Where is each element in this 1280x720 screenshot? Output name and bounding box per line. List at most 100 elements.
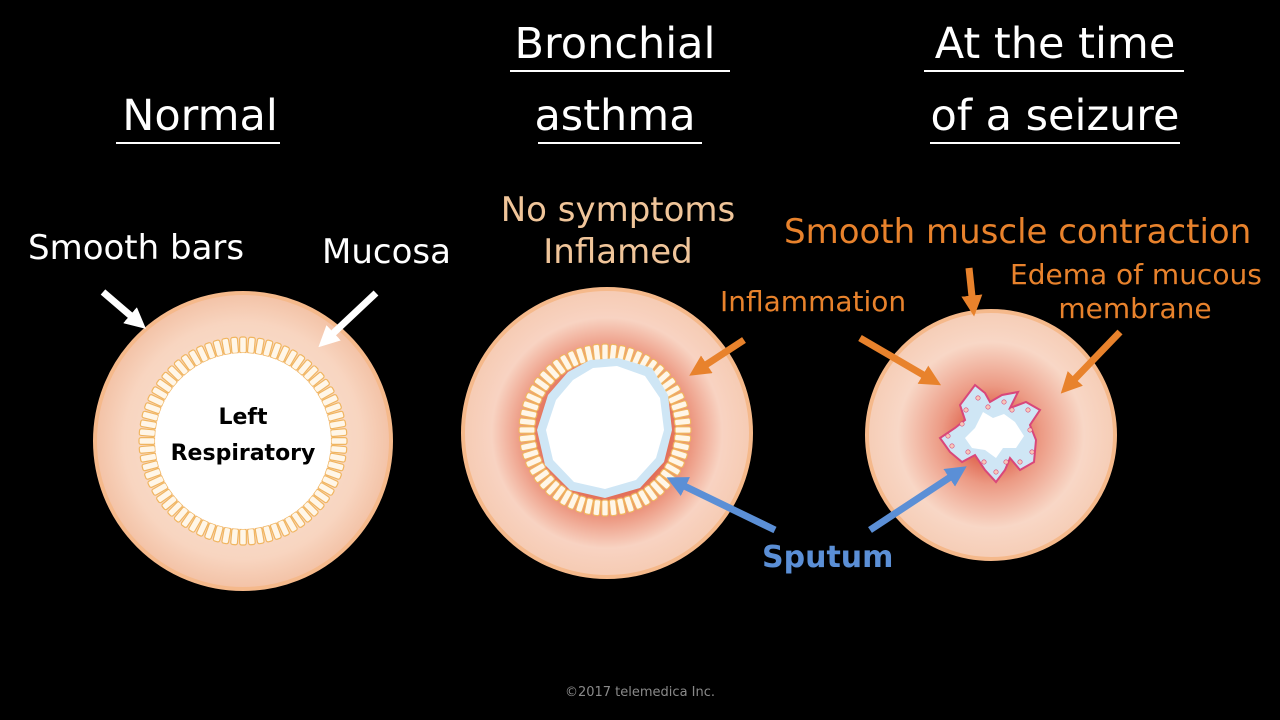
asthma-epithelium-cell xyxy=(575,495,587,513)
normal-epithelium-cell xyxy=(330,437,348,445)
asthma-epithelium-cell xyxy=(525,392,543,405)
normal-epithelium-cell xyxy=(246,527,256,546)
normal-epithelium-cell xyxy=(180,354,196,371)
lumen-label: Left Respiratory xyxy=(163,400,323,472)
asthma-epithelium-cell xyxy=(552,358,567,376)
asthma-epithelium-cell xyxy=(672,408,691,419)
normal-airway xyxy=(93,291,393,591)
seizure-cell-dot xyxy=(1001,399,1007,405)
seizure-cell-dot xyxy=(1029,449,1035,455)
asthma-epithelium-cell xyxy=(667,455,685,468)
contraction-label: Smooth muscle contraction xyxy=(784,212,1252,252)
smooth-bars-label: Smooth bars xyxy=(28,228,245,268)
title-seizure: At the time of a seizure xyxy=(905,8,1205,152)
asthma-epithelium-cell xyxy=(519,408,538,419)
asthma-epithelium-cell xyxy=(552,484,567,502)
asthma-state-line1: No symptoms xyxy=(500,190,736,230)
normal-epithelium-cell xyxy=(147,394,165,407)
title-asthma: Bronchial asthma xyxy=(490,8,740,152)
edema-label: Edema of mucous membrane xyxy=(1010,258,1262,326)
title-asthma-line1: Bronchial xyxy=(514,19,716,69)
sputum-arrow-right xyxy=(868,466,967,533)
smooth-bars-arrow xyxy=(100,289,146,329)
asthma-airway xyxy=(461,287,753,579)
asthma-epithelium-cell xyxy=(567,492,580,510)
normal-lumen xyxy=(155,353,331,529)
normal-epithelium-cell xyxy=(204,522,217,540)
edema-label-line2: membrane xyxy=(1058,292,1212,325)
asthma-epithelium-cell xyxy=(559,354,573,371)
asthma-epithelium-cell xyxy=(670,448,688,460)
asthma-epithelium-cell xyxy=(529,462,546,476)
normal-epithelium-cell xyxy=(277,519,290,537)
asthma-epithelium-cell xyxy=(519,441,538,452)
seizure-cell-dot xyxy=(1009,407,1015,413)
normal-epithelium-cell xyxy=(239,528,247,546)
seizure-cell-dot xyxy=(945,433,951,439)
asthma-epithelium-cell xyxy=(529,384,546,398)
asthma-epithelium-cell xyxy=(608,498,618,517)
asthma-epithelium-cell xyxy=(533,468,551,483)
normal-epithelium-cell xyxy=(329,444,348,454)
asthma-epithelium xyxy=(518,343,692,517)
seizure-cell-dot xyxy=(949,443,955,449)
seizure-cell-dot xyxy=(975,395,981,401)
asthma-epithelium-cell xyxy=(518,426,536,434)
lumen-label-line2: Respiratory xyxy=(170,441,316,466)
copyright: ©2017 telemedica Inc. xyxy=(564,685,716,700)
asthma-epithelium-cell xyxy=(673,417,692,427)
normal-epithelium-cell xyxy=(230,527,240,546)
asthma-epithelium-cell xyxy=(616,497,627,516)
asthma-epithelium-cell xyxy=(601,343,609,361)
normal-epithelium-cell xyxy=(161,371,178,387)
asthma-epithelium-cell xyxy=(643,484,658,502)
asthma-epithelium-cell xyxy=(630,492,643,510)
normal-epithelium xyxy=(138,336,348,546)
normal-epithelium-cell xyxy=(141,460,160,472)
asthma-epithelium-cell xyxy=(518,433,537,443)
normal-epithelium-cell xyxy=(151,386,169,400)
asthma-epithelium-cell xyxy=(567,350,580,368)
contraction-arrow xyxy=(961,267,983,317)
normal-epithelium-cell xyxy=(230,336,240,355)
lumen-label-line1: Left xyxy=(218,405,268,430)
normal-epithelium-cell xyxy=(303,365,319,381)
asthma-epithelium-cell xyxy=(545,480,561,496)
asthma-lumen xyxy=(546,366,664,489)
normal-epithelium-cell xyxy=(167,365,183,381)
seizure-cell-dot xyxy=(985,404,991,410)
normal-epithelium-cell xyxy=(239,336,247,354)
asthma-epithelium-cell xyxy=(637,489,651,506)
normal-epithelium-cell xyxy=(297,506,313,523)
seizure-cell-dot xyxy=(993,469,999,475)
normal-epithelium-cell xyxy=(246,336,256,355)
title-asthma-underline1 xyxy=(510,70,730,72)
asthma-epithelium-cell xyxy=(545,364,561,380)
mucosa-arrow xyxy=(318,290,379,348)
seizure-lumen xyxy=(965,412,1024,458)
title-seizure-line2: of a seizure xyxy=(930,91,1180,141)
sputum-label: Sputum xyxy=(762,540,894,575)
normal-epithelium-cell xyxy=(290,511,306,528)
asthma-epithelium-cell xyxy=(518,417,537,427)
normal-epithelium-cell xyxy=(321,475,339,488)
asthma-epithelium-cell xyxy=(649,480,665,496)
normal-epithelium-cell xyxy=(277,345,290,363)
asthma-epithelium-cell xyxy=(672,441,691,452)
seizure-cell-dot xyxy=(965,449,971,455)
normal-epithelium-cell xyxy=(321,394,339,407)
normal-epithelium-cell xyxy=(139,452,158,463)
asthma-epithelium-cell xyxy=(623,495,635,513)
normal-epithelium-cell xyxy=(254,526,265,545)
asthma-epithelium-cell xyxy=(592,343,602,362)
seizure-airway xyxy=(865,309,1117,561)
asthma-epithelium-cell xyxy=(601,499,609,517)
asthma-epithelium-cell xyxy=(583,497,594,516)
title-seizure-underline2 xyxy=(930,142,1180,144)
sputum-arrow-left xyxy=(666,477,777,534)
edema-arrow-right xyxy=(1060,329,1123,394)
normal-epithelium-cell xyxy=(290,354,306,371)
seizure-cell-dot xyxy=(963,407,969,413)
